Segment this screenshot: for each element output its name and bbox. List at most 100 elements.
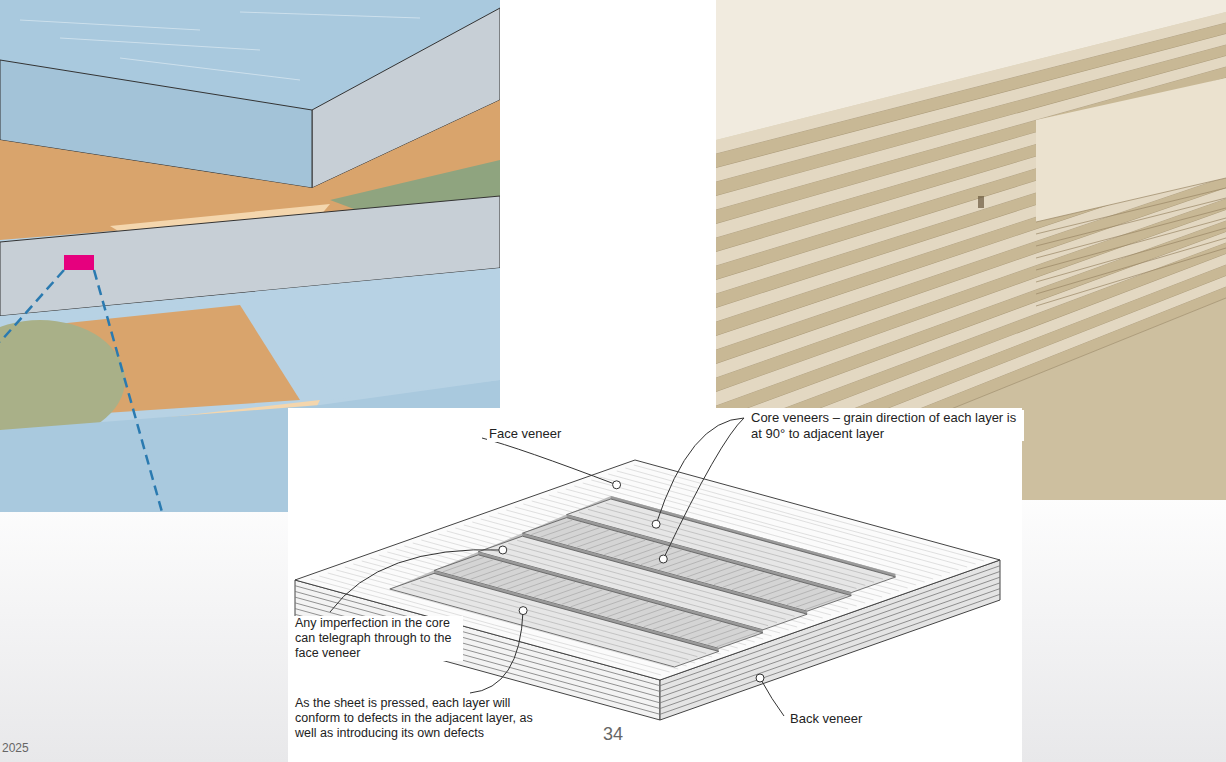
grain-line (805, 595, 846, 609)
grain-line (696, 565, 737, 579)
grain-line (626, 607, 667, 621)
grain-line (644, 612, 685, 626)
grain-line (714, 570, 755, 584)
photo-ground (716, 0, 1226, 500)
glue-line (1036, 208, 1226, 258)
grain-line (614, 543, 655, 557)
glue-line (1036, 188, 1226, 234)
leader-line (482, 438, 617, 485)
grain-line (616, 605, 657, 619)
cutaway-base (390, 496, 896, 667)
grain-line (650, 553, 691, 567)
grain-line (553, 587, 594, 601)
grain-line (531, 520, 572, 534)
leader-line (760, 678, 784, 716)
grain-line (662, 617, 703, 631)
part-label: Back veneer (788, 711, 864, 727)
zoom-line (94, 270, 162, 512)
grain-line (705, 568, 746, 582)
note-label: As the sheet is pressed, each layer will… (293, 696, 538, 741)
slide-number: 34 (603, 724, 623, 746)
veneer-edge-stripe (716, 232, 1226, 434)
grain-line (717, 632, 758, 646)
grain-line (589, 597, 630, 611)
glue-line (1036, 218, 1226, 270)
glue-line (1036, 198, 1226, 246)
zoom-line (0, 270, 64, 342)
leader-dot (756, 674, 764, 682)
grain-line (498, 572, 539, 586)
leader-line (470, 611, 523, 693)
grain-line (452, 560, 493, 574)
grain-line (541, 523, 582, 537)
grain-line (653, 615, 694, 629)
part-label: Core veneers – grain direction of each l… (749, 410, 1024, 441)
grain-line (687, 563, 728, 577)
grain-line (741, 578, 782, 592)
leader-line (330, 550, 503, 612)
grain-line (668, 558, 709, 572)
part-label: Face veneer (487, 426, 563, 442)
grain-line (534, 582, 575, 596)
grain-line (507, 575, 548, 589)
grain-line (769, 585, 810, 599)
glue-line (1036, 248, 1226, 306)
grain-line (562, 590, 603, 604)
lower-sheet-face (1036, 78, 1226, 222)
grain-line (598, 600, 639, 614)
grain-line (525, 580, 566, 594)
grain-line (708, 630, 749, 644)
blue-region (300, 300, 500, 400)
grain-line (604, 540, 645, 554)
leader-dot (499, 546, 507, 554)
grain-line (571, 592, 612, 606)
slab-streaks (20, 12, 420, 80)
grain-line (689, 625, 730, 639)
grain-line (516, 577, 557, 591)
grain-line (607, 602, 648, 616)
grain-line (796, 593, 837, 607)
highlight-marker (64, 255, 94, 270)
grain-line (461, 562, 502, 576)
grain-line (632, 548, 673, 562)
grain-line (543, 585, 584, 599)
leader-dot (659, 555, 667, 563)
grain-line (677, 560, 718, 574)
grain-line (778, 588, 819, 602)
knot-mark (978, 196, 984, 208)
grain-line (559, 528, 600, 542)
note-label: Any imperfection in the core can telegra… (293, 616, 463, 661)
grain-line (489, 570, 530, 584)
grain-line (623, 545, 664, 559)
grain-line (577, 533, 618, 547)
grain-line (480, 567, 521, 581)
grain-line (470, 565, 511, 579)
grain-line (732, 575, 773, 589)
grain-line (641, 550, 682, 564)
grain-line (550, 525, 591, 539)
drawing-panel (288, 408, 1022, 762)
grain-line (635, 610, 676, 624)
grain-line (580, 595, 621, 609)
veneer-edge-stripe (716, 243, 1226, 448)
grain-line (429, 578, 706, 654)
glue-line (1036, 228, 1226, 282)
grain-line (760, 583, 801, 597)
leader-dot (519, 607, 527, 615)
leader-line (663, 418, 744, 559)
date-text: 2025 (2, 741, 29, 755)
grain-line (586, 535, 627, 549)
grain-line (568, 530, 609, 544)
grain-line (750, 580, 791, 594)
grain-line (595, 538, 636, 552)
grain-line (723, 573, 764, 587)
leader-dot (652, 520, 660, 528)
glue-line (1036, 238, 1226, 294)
veneer-edge-stripe (716, 254, 1226, 462)
leader-dot (613, 481, 621, 489)
grain-line (699, 627, 740, 641)
grain-line (659, 555, 700, 569)
grain-line (680, 622, 721, 636)
